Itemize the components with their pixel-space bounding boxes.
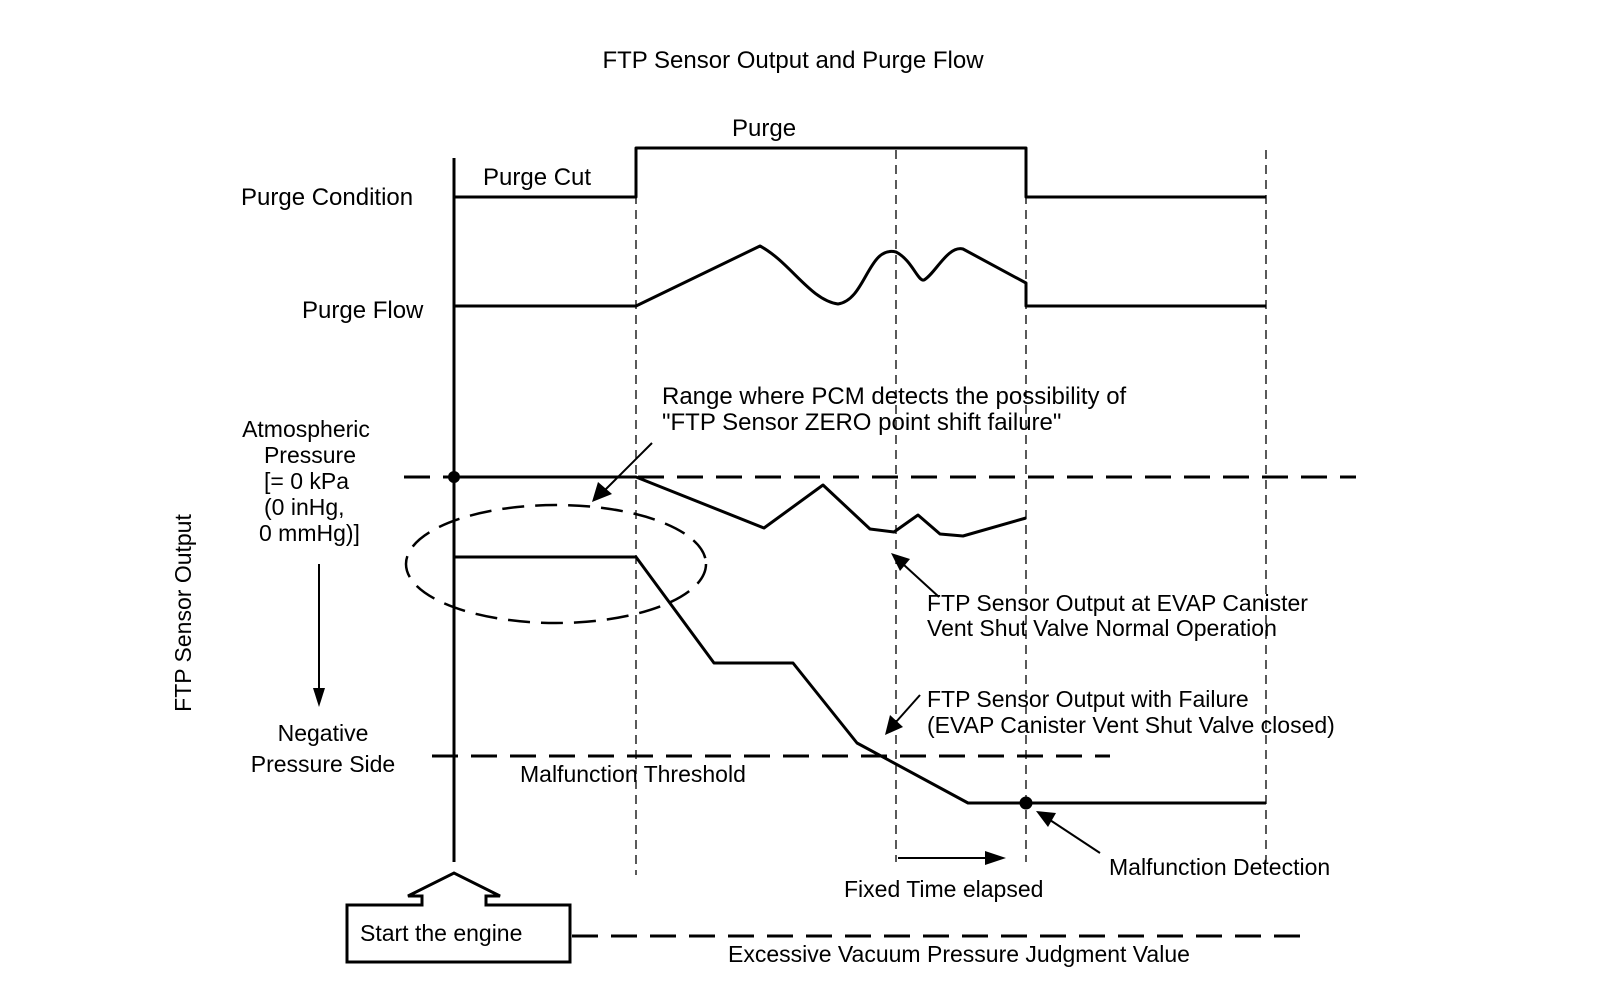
purge-flow-curve: [454, 244, 1266, 308]
detection-annotation-arrowhead: [1036, 811, 1056, 827]
detection-annotation-pointer: [1049, 819, 1101, 854]
malfunction-threshold-label: Malfunction Threshold: [520, 761, 746, 787]
ftp-normal-curve: [454, 475, 1027, 538]
normal-annotation-line2: Vent Shut Valve Normal Operation: [927, 615, 1277, 641]
atmospheric-label-line4: (0 inHg,: [264, 494, 345, 520]
fixed-time-arrowhead: [985, 851, 1006, 865]
purge-condition-label: Purge Condition: [241, 184, 413, 211]
time-markers: [635, 150, 1267, 875]
start-engine-box: [345, 871, 572, 964]
excessive-vacuum-label: Excessive Vacuum Pressure Judgment Value: [728, 941, 1190, 967]
atmospheric-label-line3: [= 0 kPa: [264, 468, 349, 494]
malfunction-detection-dot: [1019, 796, 1033, 810]
zero-shift-range-ellipse: [404, 503, 708, 625]
malfunction-detection-label: Malfunction Detection: [1109, 854, 1330, 880]
diagram-title: FTP Sensor Output and Purge Flow: [602, 47, 984, 74]
failure-annotation-line2: (EVAP Canister Vent Shut Valve closed): [927, 712, 1335, 738]
range-annotation-line2: "FTP Sensor ZERO point shift failure": [662, 409, 1061, 436]
fixed-time-label: Fixed Time elapsed: [844, 876, 1043, 902]
purge-cut-label: Purge Cut: [483, 164, 591, 191]
start-engine-label: Start the engine: [360, 920, 522, 946]
purge-flow-label: Purge Flow: [302, 297, 424, 324]
normal-annotation-line1: FTP Sensor Output at EVAP Canister: [927, 590, 1308, 616]
atmospheric-label-line1: Atmospheric: [242, 416, 370, 442]
negative-label-line1: Negative: [278, 720, 369, 746]
ftp-output-axis-label: FTP Sensor Output: [170, 514, 196, 712]
ftp-failure-curve: [454, 555, 1266, 805]
range-annotation-line1: Range where PCM detects the possibility …: [662, 383, 1127, 410]
range-annotation-arrowhead: [592, 482, 612, 502]
atmospheric-label-line5: 0 mmHg)]: [259, 520, 360, 546]
purge-label: Purge: [732, 115, 796, 142]
failure-annotation-pointer: [895, 694, 921, 723]
normal-annotation-arrowhead: [891, 553, 910, 571]
purge-condition-signal: [454, 146, 1266, 199]
normal-annotation-pointer: [903, 564, 940, 598]
failure-annotation-arrowhead: [885, 715, 903, 735]
negative-direction-arrowhead: [313, 688, 325, 707]
negative-label-line2: Pressure Side: [251, 751, 395, 777]
range-annotation-pointer: [604, 442, 653, 491]
atmospheric-label-line2: Pressure: [264, 442, 356, 468]
failure-annotation-line1: FTP Sensor Output with Failure: [927, 686, 1249, 712]
